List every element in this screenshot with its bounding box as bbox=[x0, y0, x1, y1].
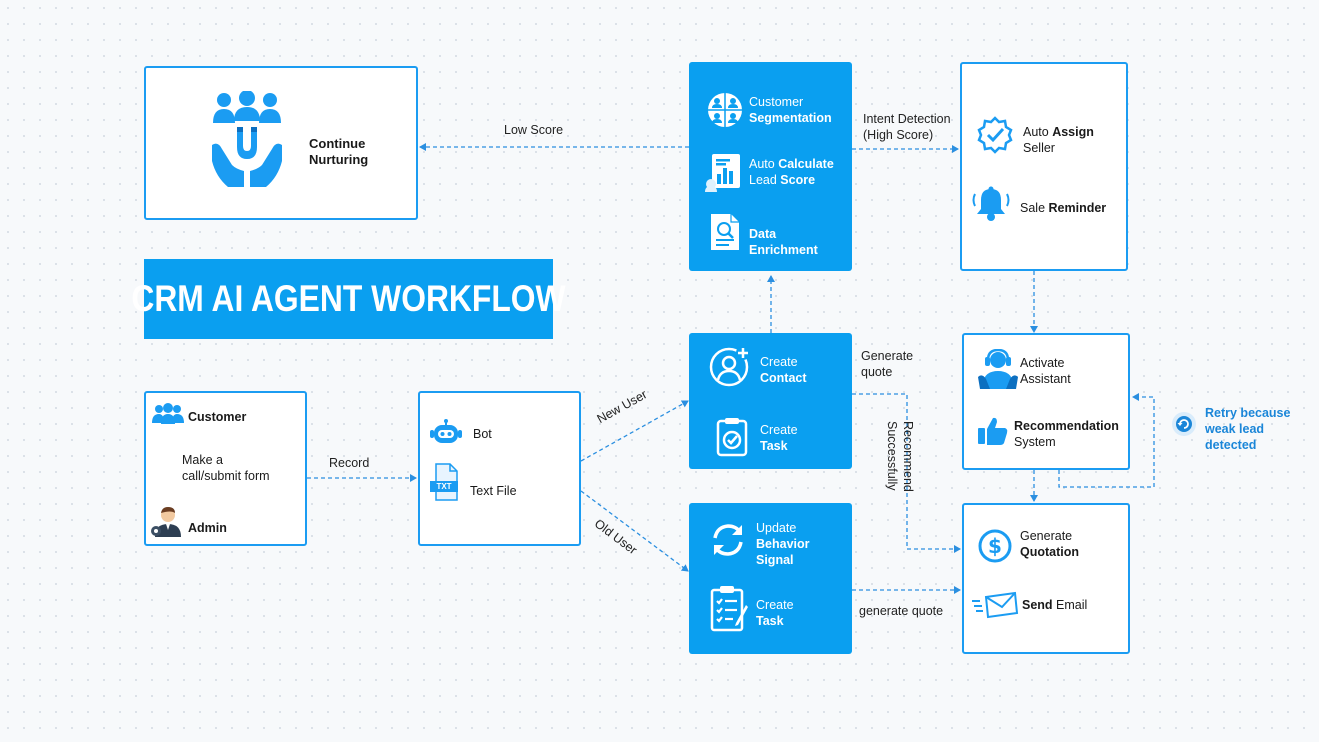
customer-retention-magnet-icon bbox=[212, 91, 282, 187]
send-email-b: Email bbox=[1056, 598, 1088, 612]
generate-quotation-line1: Generate bbox=[1020, 529, 1073, 543]
update-line2: Behavior bbox=[756, 537, 810, 551]
retry-line3: detected bbox=[1205, 438, 1257, 452]
update-line1: Update bbox=[756, 521, 797, 535]
txt-badge: TXT bbox=[436, 482, 452, 491]
recommend-line2: Successfully bbox=[885, 421, 899, 491]
make-call-line1: Make a bbox=[182, 453, 223, 467]
refresh-cycle-icon bbox=[713, 524, 743, 556]
page-title: CRM AI AGENT WORKFLOW bbox=[131, 278, 566, 319]
generate-quote-line1: Generate bbox=[861, 349, 914, 363]
nurture-label-line1: Continue bbox=[309, 136, 366, 151]
customer-group-icon bbox=[152, 403, 184, 424]
customer-input-box: Customer Make a call/submit form Admin bbox=[144, 391, 307, 546]
retry-line1: Retry because bbox=[1205, 406, 1291, 420]
segmentation-line1: Customer bbox=[749, 95, 804, 109]
assign-line2: Seller bbox=[1023, 141, 1055, 155]
ai-assistant-icon bbox=[978, 349, 1018, 389]
retry-icon bbox=[1172, 412, 1196, 436]
customer-segmentation-icon bbox=[708, 93, 742, 127]
old-user-box: Update Behavior Signal Create Task bbox=[689, 503, 852, 654]
create-contact-line1: Create bbox=[760, 355, 798, 369]
data-enrichment-line2: Enrichment bbox=[749, 243, 818, 257]
arrow-retry-loop bbox=[1058, 393, 1155, 488]
thumbs-up-icon bbox=[978, 417, 1008, 445]
generate-quote-lower-label: generate quote bbox=[859, 604, 944, 618]
task-clipboard-icon bbox=[716, 418, 748, 457]
bot-icon bbox=[430, 419, 462, 443]
make-call-line2: call/submit form bbox=[182, 469, 270, 483]
score-line2-a: Lead bbox=[749, 173, 781, 187]
score-line1-b: Calculate bbox=[778, 157, 834, 171]
continue-nurturing-box: Continue Nurturing bbox=[144, 66, 418, 220]
bell-icon bbox=[972, 186, 1010, 221]
old-task-line1: Create bbox=[756, 598, 794, 612]
auto-assign-box: Auto Assign Seller Sale Reminder bbox=[960, 62, 1128, 271]
segmentation-line2: Segmentation bbox=[749, 111, 832, 125]
svg-text:$: $ bbox=[988, 534, 1002, 558]
workflow-title-banner: CRM AI AGENT WORKFLOW bbox=[131, 259, 566, 339]
admin-label: Admin bbox=[188, 521, 227, 535]
bot-label: Bot bbox=[473, 427, 492, 441]
data-enrichment-icon bbox=[711, 214, 739, 250]
update-line3: Signal bbox=[756, 553, 794, 567]
capture-channel-box: Bot TXT Text File bbox=[418, 391, 581, 546]
recommend-line1: Recommend bbox=[901, 421, 915, 492]
admin-avatar-icon bbox=[151, 507, 181, 537]
quotation-box: $ Generate Quotation Send Email bbox=[962, 503, 1130, 654]
text-file-icon: TXT bbox=[430, 463, 460, 501]
assign-line1-b: Assign bbox=[1052, 125, 1094, 139]
send-email-icon bbox=[972, 591, 1019, 619]
text-file-label: Text File bbox=[470, 484, 517, 498]
recommendation-line1: Recommendation bbox=[1014, 419, 1119, 433]
create-task-line1: Create bbox=[760, 423, 798, 437]
score-line2-b: Score bbox=[780, 173, 816, 187]
create-task-line2: Task bbox=[760, 439, 788, 453]
create-contact-line2: Contact bbox=[760, 371, 807, 385]
dollar-icon: $ bbox=[978, 529, 1012, 563]
old-task-line2: Task bbox=[756, 614, 784, 628]
new-user-box: Create Contact Create Task bbox=[689, 333, 852, 469]
generate-quote-line2: quote bbox=[861, 365, 893, 379]
reminder-a: Sale bbox=[1020, 201, 1049, 215]
low-score-label: Low Score bbox=[504, 123, 564, 137]
retry-line2: weak lead bbox=[1205, 422, 1265, 436]
add-contact-icon bbox=[709, 346, 750, 387]
reminder-b: Reminder bbox=[1048, 201, 1107, 215]
intent-detection-line1: Intent Detection bbox=[863, 112, 951, 126]
intent-detection-line2: (High Score) bbox=[863, 128, 934, 142]
activate-line1: Activate bbox=[1020, 356, 1065, 370]
task-checklist-icon bbox=[710, 586, 748, 632]
activate-line2: Assistant bbox=[1020, 372, 1071, 386]
record-label: Record bbox=[329, 456, 370, 470]
arrow-old-user bbox=[580, 490, 689, 572]
lead-score-report-icon bbox=[705, 154, 740, 192]
assistant-box: Activate Assistant Recommendation System bbox=[962, 333, 1130, 470]
customer-label: Customer bbox=[188, 410, 247, 424]
verified-badge-icon bbox=[977, 116, 1013, 154]
data-enrichment-line1: Data bbox=[749, 227, 777, 241]
recommendation-line2: System bbox=[1014, 435, 1056, 449]
send-email-a: Send bbox=[1022, 598, 1057, 612]
assign-line1-a: Auto bbox=[1023, 125, 1053, 139]
lead-enrichment-box: Customer Segmentation Auto Calculate Lea… bbox=[689, 62, 852, 271]
score-line1-a: Auto bbox=[749, 157, 779, 171]
nurture-label-line2: Nurturing bbox=[309, 152, 369, 167]
generate-quotation-line2: Quotation bbox=[1020, 545, 1080, 559]
